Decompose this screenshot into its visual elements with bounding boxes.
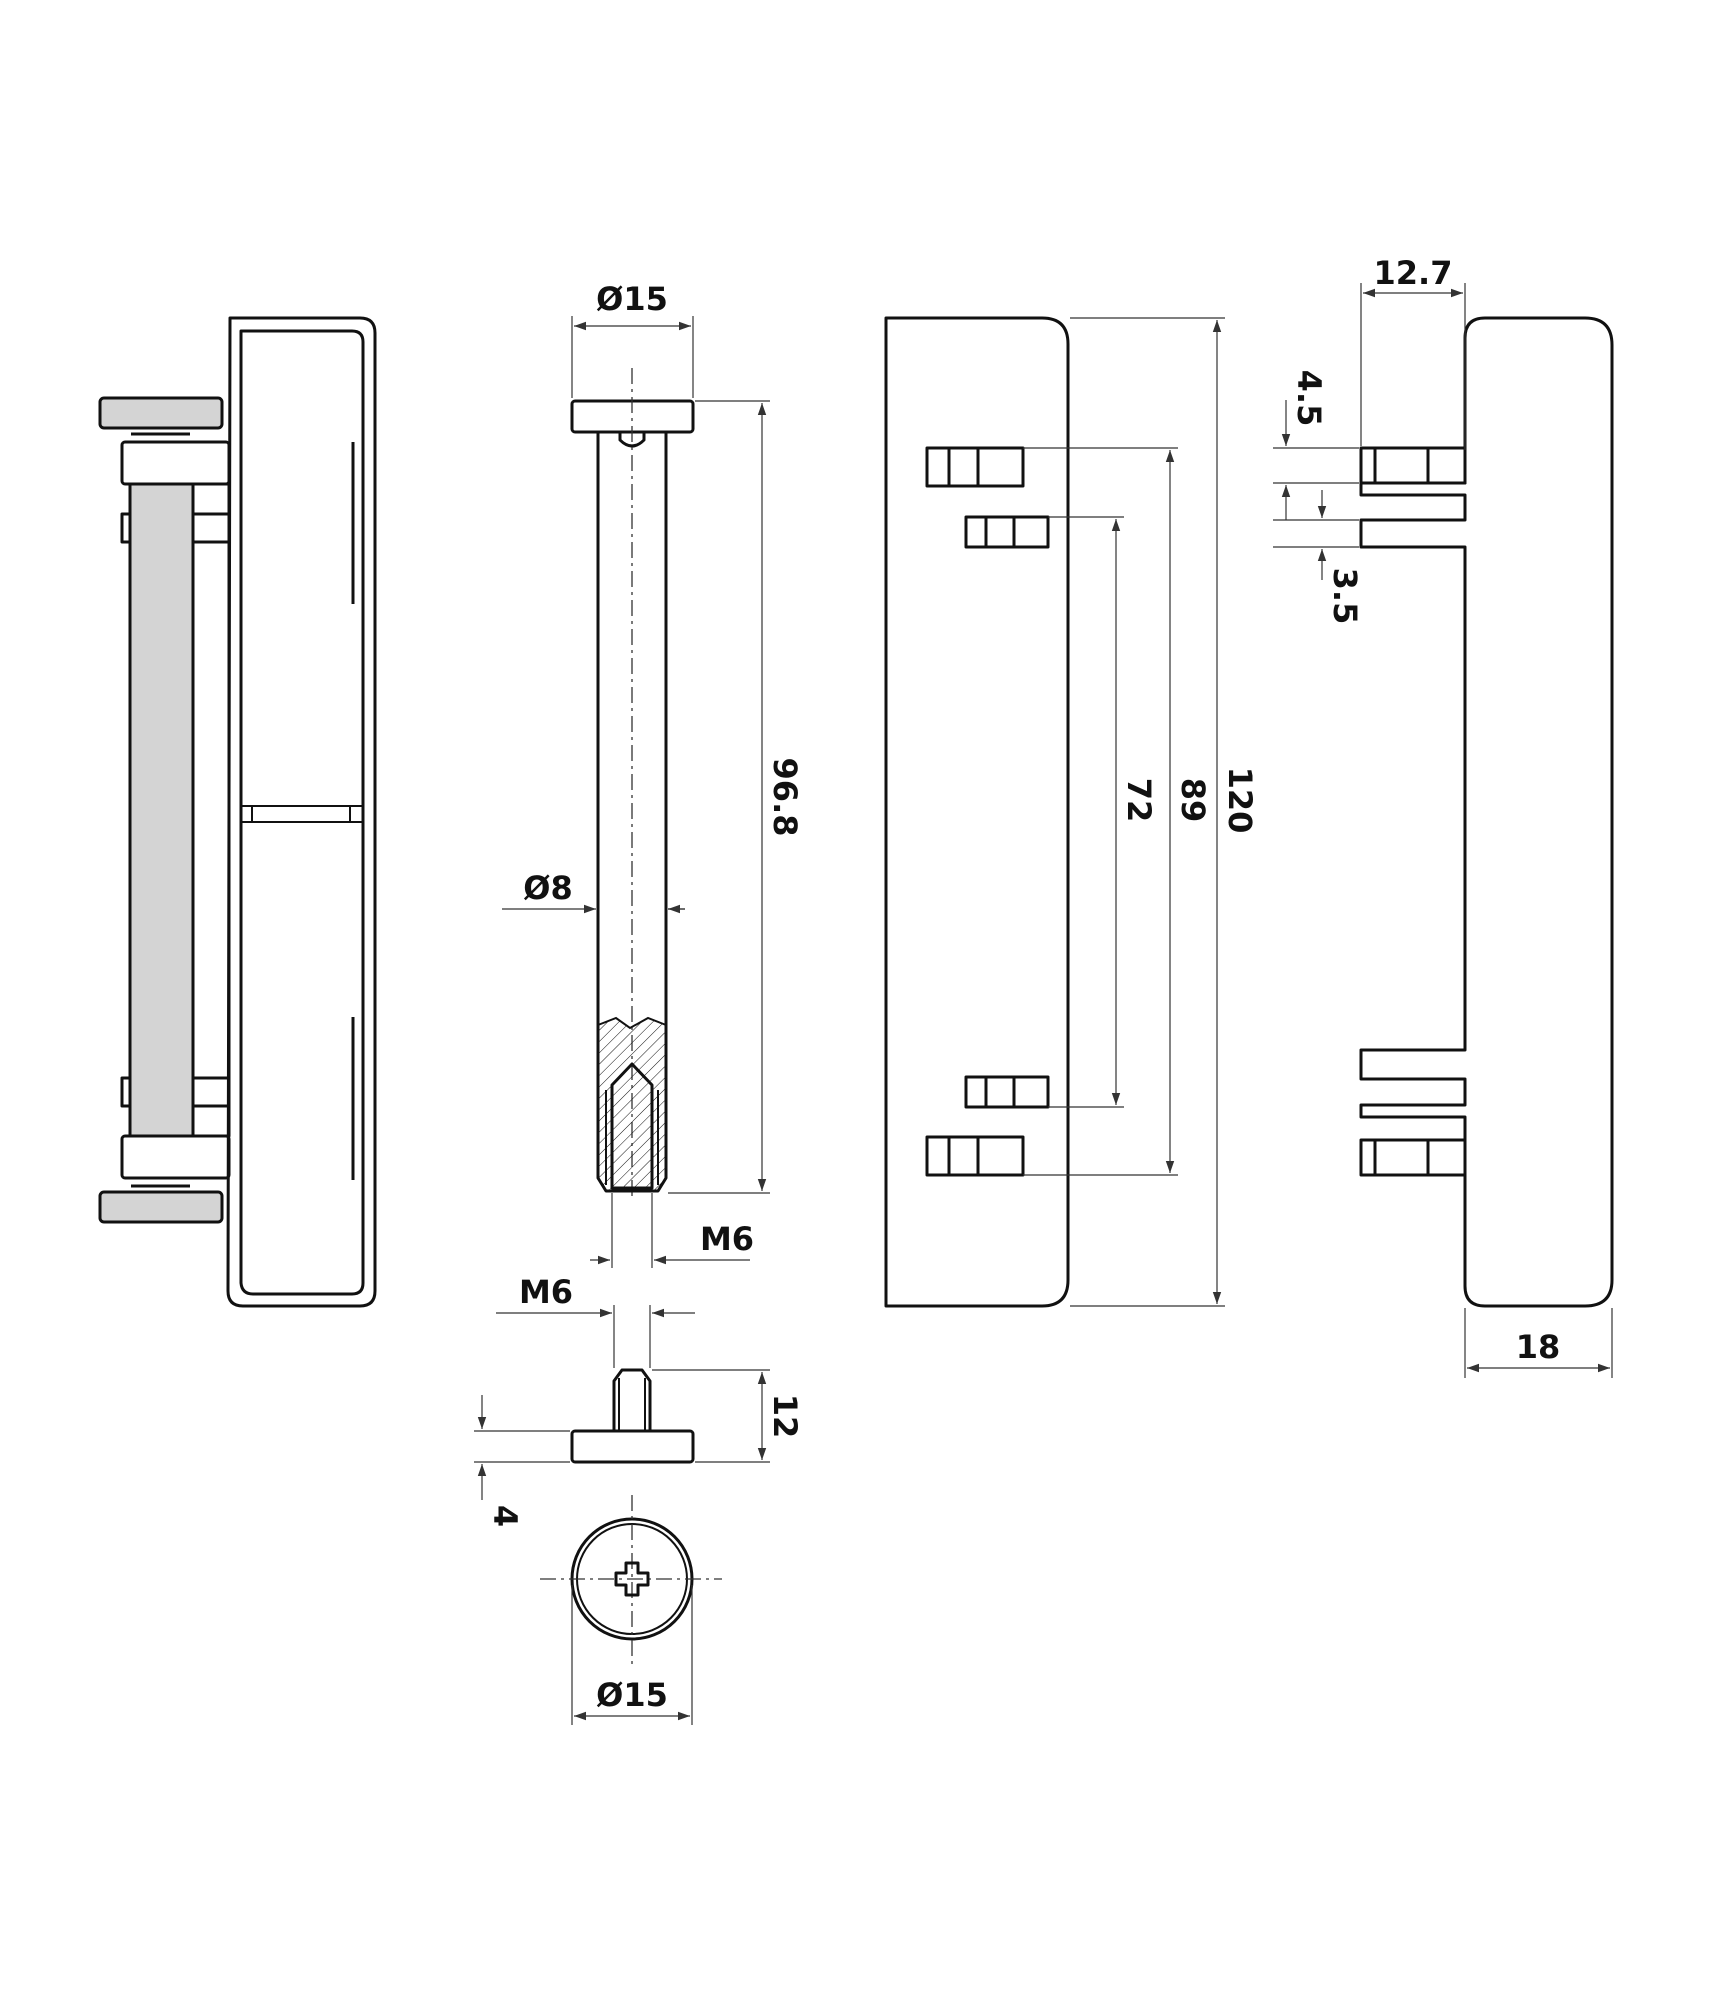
screw-head-top <box>98 396 224 430</box>
dimension-label: Ø15 <box>596 1676 668 1714</box>
handle-side-view <box>1359 316 1614 1308</box>
phillips-recess-icon <box>614 1561 650 1597</box>
handle-body <box>884 316 1070 1308</box>
dimension-tab-height: 4.5 <box>1273 370 1359 520</box>
mount-bracket-2 <box>964 515 1050 549</box>
pin-thread-bore <box>610 1062 654 1190</box>
dimension-pin-length: 96.8 <box>668 400 804 1194</box>
dimension-label: 89 <box>1174 778 1212 823</box>
dimension-label: 3.5 <box>1326 568 1364 625</box>
dimension-label: 12 <box>766 1394 804 1439</box>
side-tab-top <box>1359 446 1467 485</box>
screw-head <box>570 1429 695 1464</box>
mount-bracket-1 <box>925 446 1025 488</box>
handle-profile <box>1359 316 1614 1308</box>
dimension-label: M6 <box>700 1220 754 1258</box>
tab-upper <box>191 512 231 544</box>
dimension-label: 18 <box>1516 1328 1561 1366</box>
dimension-screw-head-height: 4 <box>474 1395 570 1527</box>
pin-collar-top <box>120 440 231 486</box>
pin-bore <box>191 482 231 1138</box>
mount-bracket-4 <box>925 1135 1025 1177</box>
mount-bracket-3 <box>964 1075 1050 1109</box>
screw-side-view <box>570 1368 695 1464</box>
dimension-tab-gap: 3.5 <box>1273 490 1364 624</box>
handle-front-view <box>884 316 1070 1308</box>
dimension-outer-spacing: 89 <box>1023 447 1212 1176</box>
dimension-label: 12.7 <box>1374 254 1453 292</box>
assembly-side-view <box>98 316 377 1308</box>
shaft-notch <box>120 512 132 544</box>
dimension-inner-spacing: 72 <box>1048 516 1158 1108</box>
dimension-label: 4 <box>486 1505 524 1527</box>
side-tab-bottom <box>1359 1138 1467 1177</box>
dimension-pin-thread: M6 <box>590 1193 754 1268</box>
pin-view <box>570 368 695 1200</box>
dimension-pin-shaft-diameter: Ø8 <box>502 869 685 914</box>
dimension-pin-head-diameter: Ø15 <box>571 280 694 398</box>
dimension-screw-head-diameter: Ø15 <box>571 1585 693 1725</box>
pin-collar-bottom <box>120 1134 231 1180</box>
dimension-label: 4.5 <box>1290 370 1328 427</box>
dimension-label: 96.8 <box>766 758 804 837</box>
screw-shank <box>612 1368 652 1431</box>
shaft-notch <box>120 1076 132 1108</box>
dimension-tab-offset: 12.7 <box>1360 254 1466 450</box>
frame-inner <box>239 329 365 1296</box>
dimension-label: 72 <box>1120 778 1158 823</box>
screw-head-bottom <box>98 1190 224 1224</box>
dimension-screw-length: 12 <box>652 1369 804 1463</box>
pin-section <box>597 1016 667 1192</box>
dimension-label: Ø8 <box>523 869 572 907</box>
frame-outer <box>226 316 377 1308</box>
dimension-label: Ø15 <box>596 280 668 318</box>
dimension-label: M6 <box>519 1273 573 1311</box>
dimension-screw-thread: M6 <box>496 1273 695 1368</box>
dimension-overall-height: 120 <box>1070 317 1259 1307</box>
dimension-label: 120 <box>1221 767 1259 834</box>
dimension-body-depth: 18 <box>1464 1308 1613 1378</box>
tab-lower <box>191 1076 231 1108</box>
screw-top-view <box>540 1495 722 1665</box>
pin-head-slot <box>618 432 646 448</box>
pin-shaft <box>128 482 195 1138</box>
